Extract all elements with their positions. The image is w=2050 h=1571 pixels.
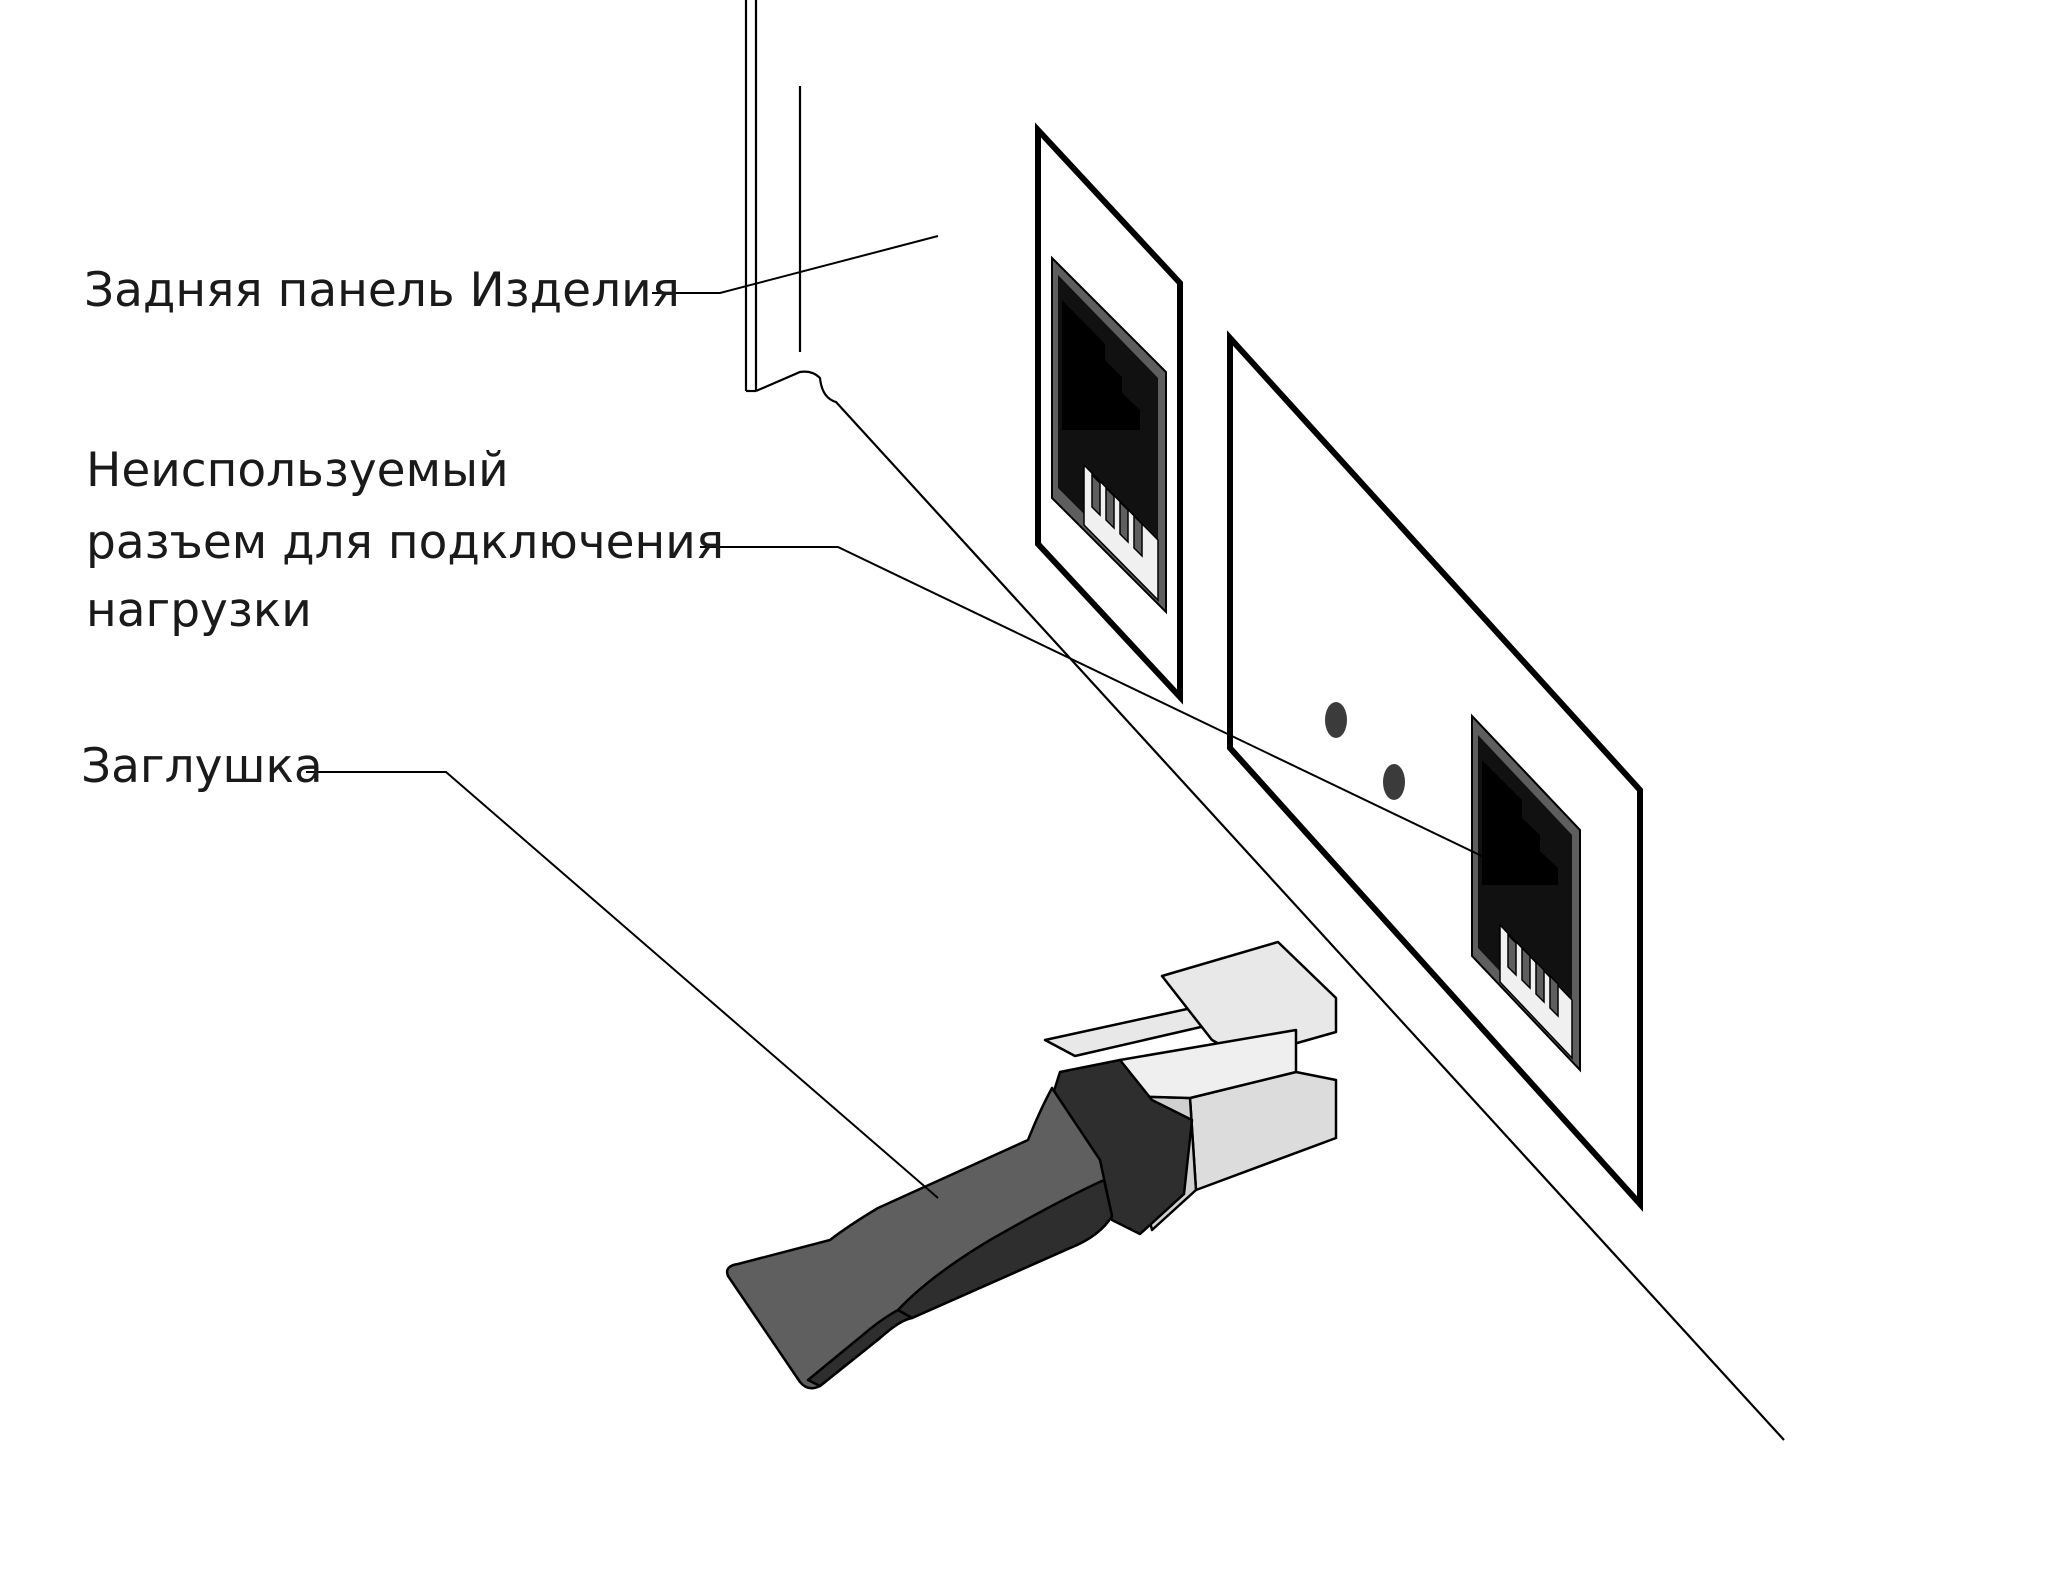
- leader-line-rear-panel: [652, 235, 939, 294]
- upper-socket-plate: [1035, 122, 1183, 705]
- device-rear-panel: [744, 0, 1785, 1441]
- label-unused-connector-line3: нагрузки: [86, 583, 312, 638]
- lower-rj45-socket: [1471, 713, 1581, 1073]
- leader-lines: [306, 235, 1487, 1199]
- upper-rj45-socket: [1051, 255, 1167, 615]
- lower-socket-plate: [1227, 330, 1643, 1212]
- led-indicator: [1325, 702, 1347, 738]
- label-unused-connector-line1: Неиспользуемый: [86, 443, 509, 498]
- led-indicator: [1383, 764, 1405, 800]
- leader-line-unused-connector: [700, 546, 1487, 859]
- leader-line-plug: [306, 771, 939, 1199]
- label-plug: Заглушка: [81, 739, 323, 794]
- label-rear-panel: Задняя панель Изделия: [84, 263, 680, 318]
- rj45-plug: [725, 940, 1338, 1390]
- label-unused-connector-line2: разъем для подключения: [86, 515, 725, 570]
